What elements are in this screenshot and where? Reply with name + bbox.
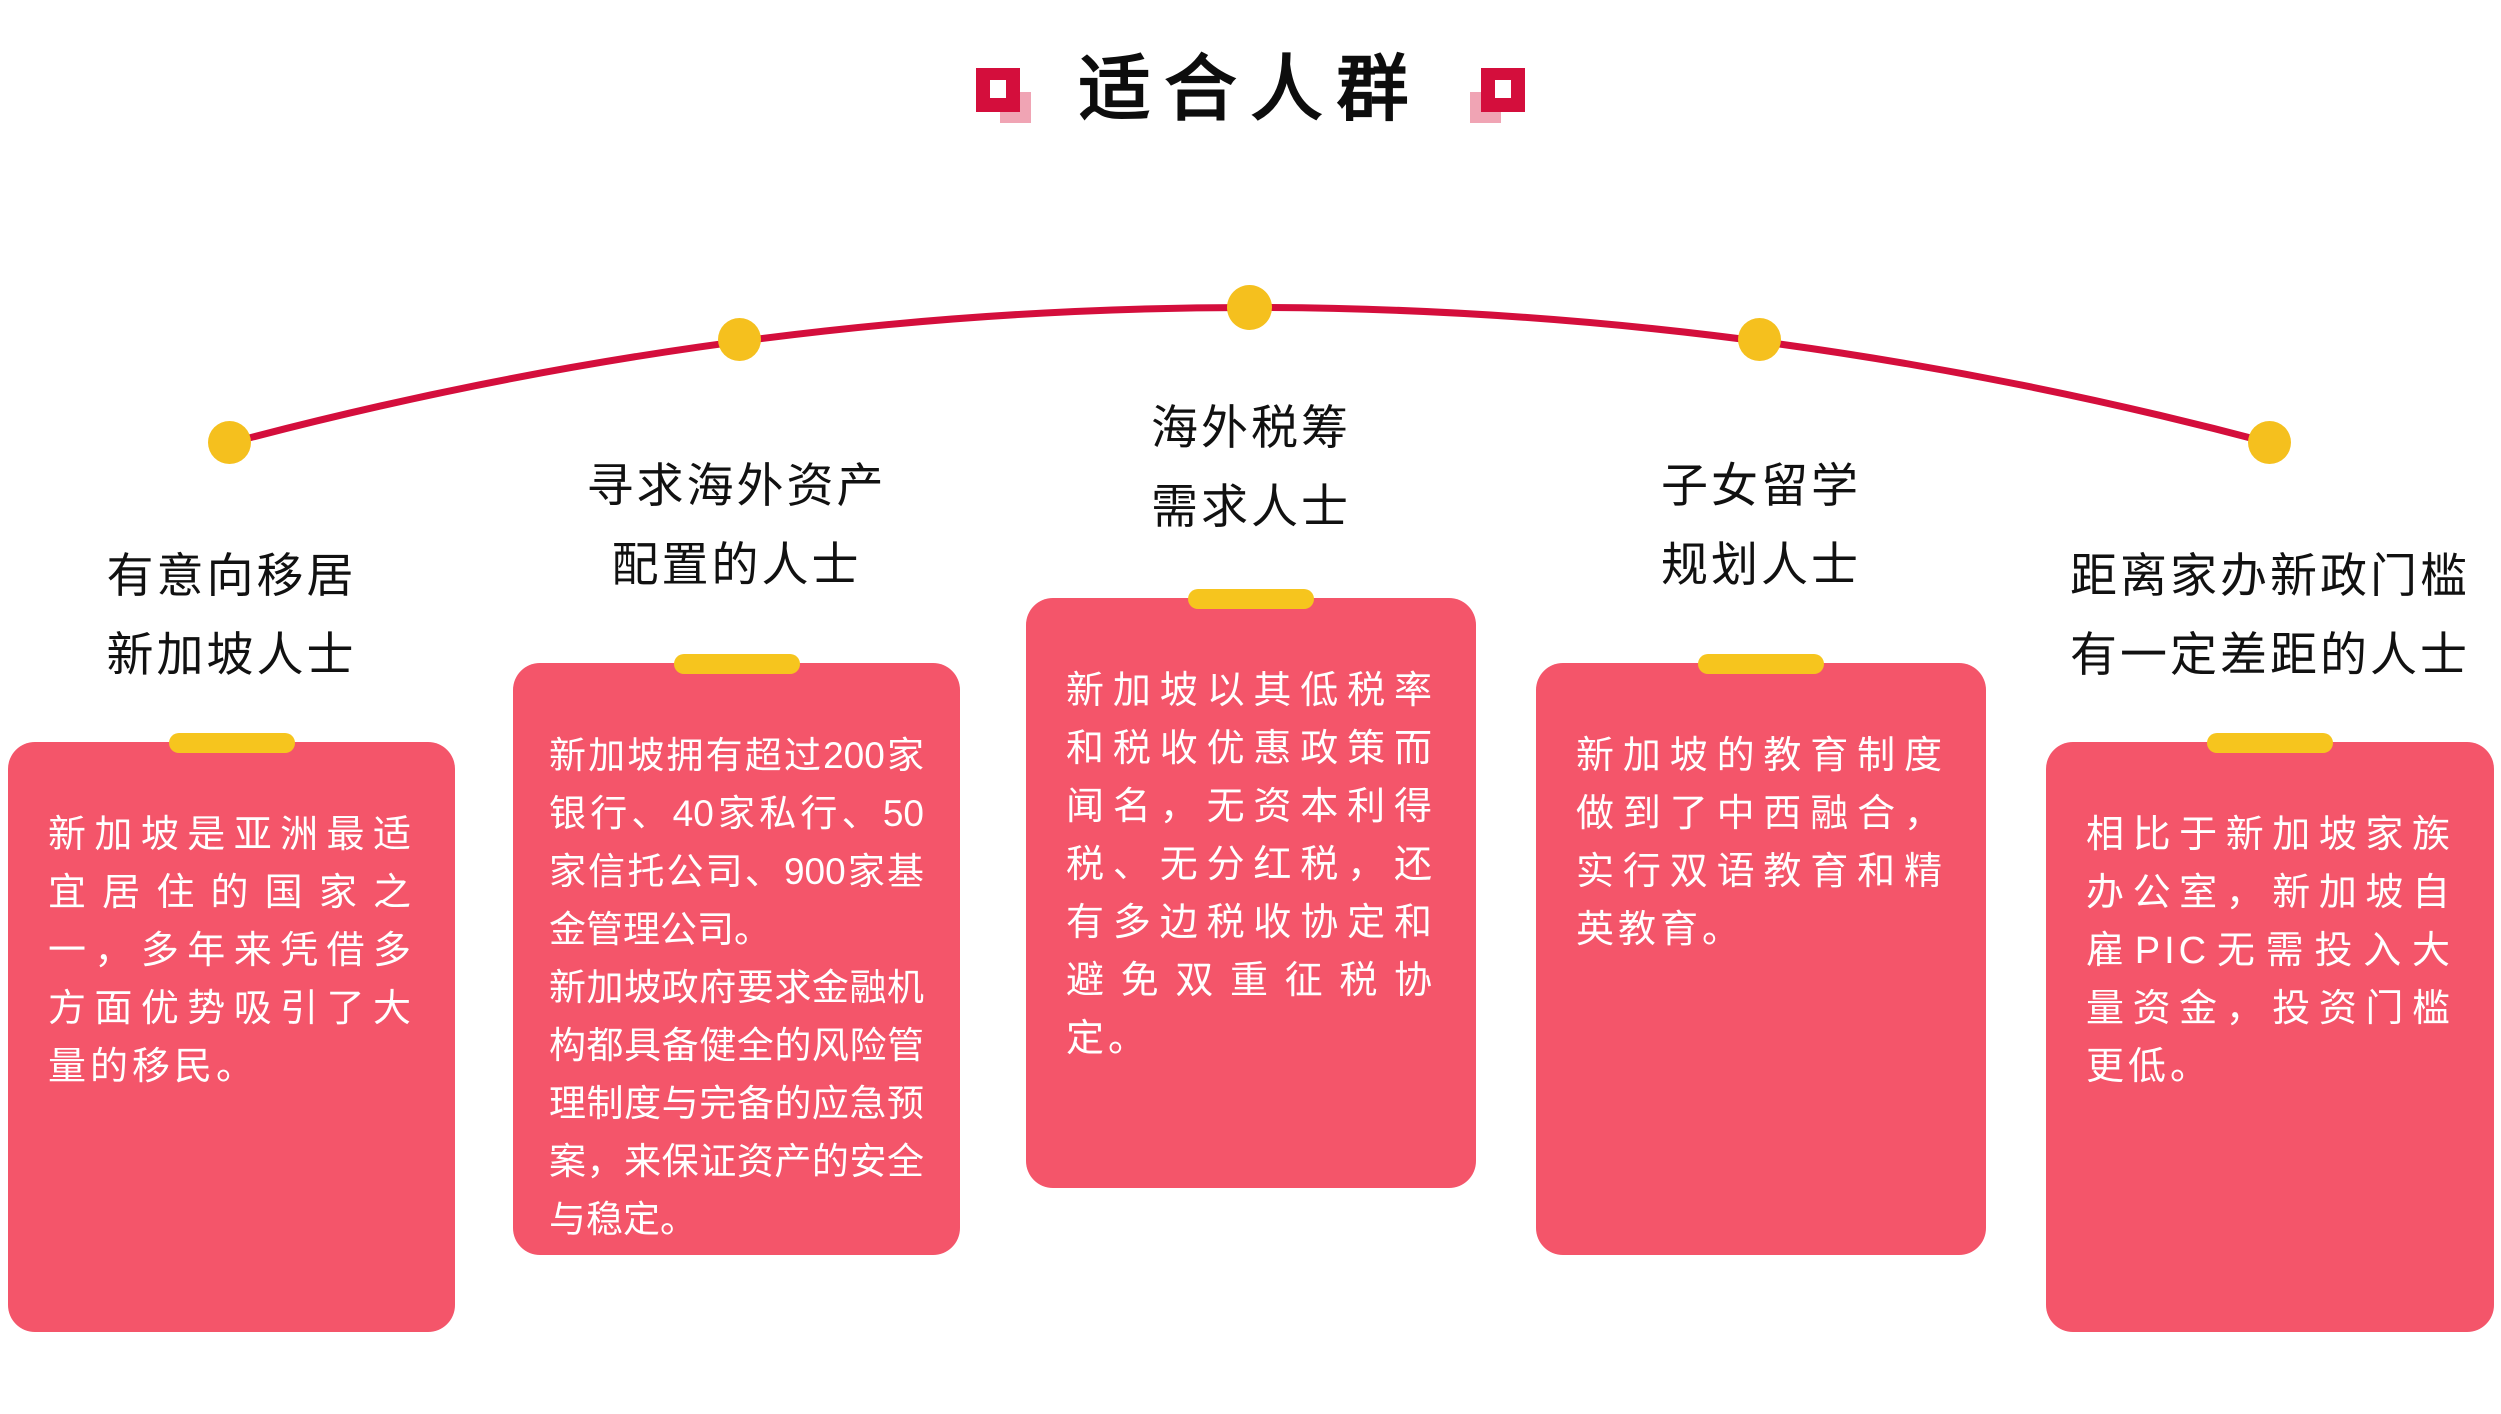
arc-dot-5 [2248, 421, 2291, 464]
card-top-bar [2207, 733, 2333, 753]
arc-dot-2 [718, 318, 761, 361]
card-top-bar [673, 654, 800, 674]
group-card: 新加坡拥有超过200家银行、40家私行、50家信托公司、900家基金管理公司。 … [513, 654, 960, 1255]
group-card: 新加坡以其低税率和税收优惠政策而闻名，无资本利得税、无分红税，还有多边税收协定和… [1026, 589, 1476, 1188]
page-title: 适合人群 [1078, 50, 1423, 130]
arc-dot-4 [1738, 318, 1781, 361]
card-top-bar [168, 733, 295, 753]
group-heading: 子女留学 规划人士 [1536, 446, 1986, 604]
page-title-row: 适合人群 [0, 44, 2501, 136]
heading-line: 有意向移居 [106, 549, 357, 602]
card-body-text: 相比于新加坡家族办公室，新加坡自雇PIC无需投入大量资金，投资门槛更低。 [2086, 814, 2454, 1088]
heading-line: 距离家办新政门槛 [2070, 549, 2470, 602]
ornament-square [1480, 68, 1525, 112]
card-body-text: 新加坡的教育制度做到了中西融合，实行双语教育和精英教育。 [1576, 735, 1946, 951]
heading-line: 规划人士 [1661, 538, 1861, 591]
title-square-marker-right-icon [1469, 68, 1525, 123]
heading-line: 寻求海外资产 [586, 459, 887, 512]
title-square-marker-left-icon [976, 68, 1032, 123]
ornament-hole [1494, 80, 1511, 98]
card-top-bar [1698, 654, 1824, 674]
card-body-text: 新加坡以其低税率和税收优惠政策而闻名，无资本利得税、无分红税，还有多边税收协定和… [1066, 670, 1436, 1060]
card-body-text: 新加坡拥有超过200家银行、40家私行、50家信托公司、900家基金管理公司。 … [549, 735, 924, 1240]
heading-line: 新加坡人士 [106, 628, 357, 681]
group-card: 新加坡是亚洲最适宜居住的国家之一，多年来凭借多方面优势吸引了大量的移民。 [8, 733, 455, 1332]
group-heading: 寻求海外资产 配置的人士 [513, 446, 960, 604]
group-heading: 距离家办新政门槛 有一定差距的人士 [2046, 536, 2494, 694]
heading-line: 有一定差距的人士 [2070, 628, 2470, 681]
card-body-text: 新加坡是亚洲最适宜居住的国家之一，多年来凭借多方面优势吸引了大量的移民。 [48, 814, 415, 1088]
ornament-square [976, 68, 1021, 112]
group-heading: 有意向移居 新加坡人士 [8, 536, 455, 694]
arc-dot-3 [1227, 285, 1272, 330]
ornament-hole [990, 80, 1007, 98]
group-card: 相比于新加坡家族办公室，新加坡自雇PIC无需投入大量资金，投资门槛更低。 [2046, 733, 2494, 1332]
arc-dot-1 [208, 421, 251, 464]
heading-line: 需求人士 [1151, 480, 1351, 533]
heading-line: 配置的人士 [611, 538, 862, 591]
heading-line: 海外税筹 [1151, 401, 1351, 454]
group-heading: 海外税筹 需求人士 [1026, 388, 1476, 546]
card-top-bar [1188, 589, 1314, 609]
heading-line: 子女留学 [1661, 459, 1861, 512]
group-card: 新加坡的教育制度做到了中西融合，实行双语教育和精英教育。 [1536, 654, 1986, 1255]
